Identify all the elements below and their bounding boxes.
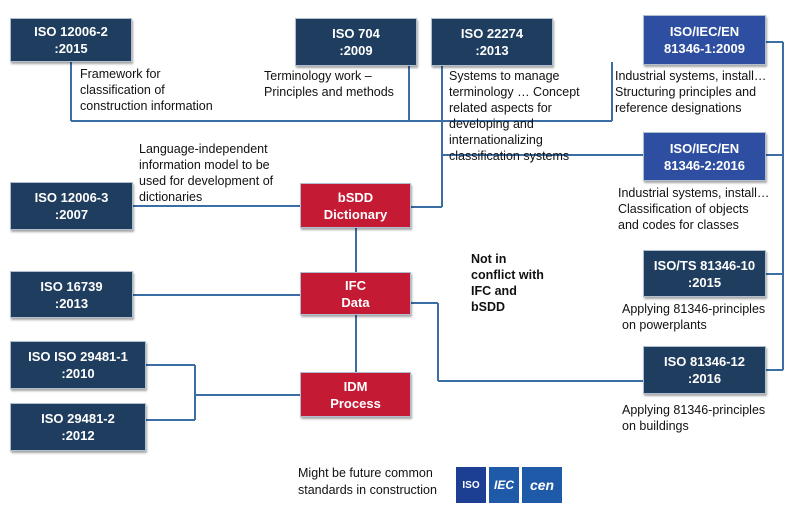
iso-16739-box: ISO 16739 :2013 (10, 271, 133, 318)
footer-text: Might be future common standards in cons… (298, 466, 437, 497)
iso-iec-en-81346-1-description: Industrial systems, install… Structuring… (615, 69, 767, 115)
idm-process-box: IDM Process (300, 372, 411, 417)
iso-29481-1-box: ISO ISO 29481-1 :2010 (10, 341, 146, 389)
iso-22274-description: Systems to manage terminology … Concept … (449, 69, 580, 163)
iso-704-description: Terminology work – Principles and method… (264, 69, 394, 99)
iso-logo: ISO (456, 467, 486, 503)
iso-81346-12-box: ISO 81346-12 :2016 (643, 346, 766, 394)
iso-22274-box: ISO 22274 :2013 (431, 18, 553, 66)
not-in-conflict-note: Not in conflict with IFC and bSDD (471, 252, 544, 314)
iso-81346-12-description: Applying 81346-principles on buildings (622, 403, 766, 433)
cen-logo: cen (522, 467, 562, 503)
iso-704-box: ISO 704 :2009 (295, 18, 417, 66)
iso-12006-3-description: Language-independent information model t… (139, 142, 274, 204)
iso-iec-en-81346-2-box: ISO/IEC/EN 81346-2:2016 (643, 132, 766, 181)
bsdd-dictionary-box: bSDD Dictionary (300, 183, 411, 228)
iso-iec-en-81346-1-box: ISO/IEC/EN 81346-1:2009 (643, 15, 766, 65)
iso-12006-3-box: ISO 12006-3 :2007 (10, 182, 133, 230)
iso-29481-2-box: ISO 29481-2 :2012 (10, 403, 146, 451)
ifc-data-box: IFC Data (300, 272, 411, 315)
iso-12006-2-box: ISO 12006-2 :2015 (10, 18, 132, 62)
iso-ts-81346-10-box: ISO/TS 81346-10 :2015 (643, 250, 766, 297)
iso-ts-81346-10-description: Applying 81346-principles on powerplants (622, 302, 766, 332)
iec-logo: IEC (489, 467, 519, 503)
iso-iec-en-81346-2-description: Industrial systems, install… Classificat… (618, 186, 770, 232)
iso-12006-2-description: Framework for classification of construc… (80, 67, 213, 113)
